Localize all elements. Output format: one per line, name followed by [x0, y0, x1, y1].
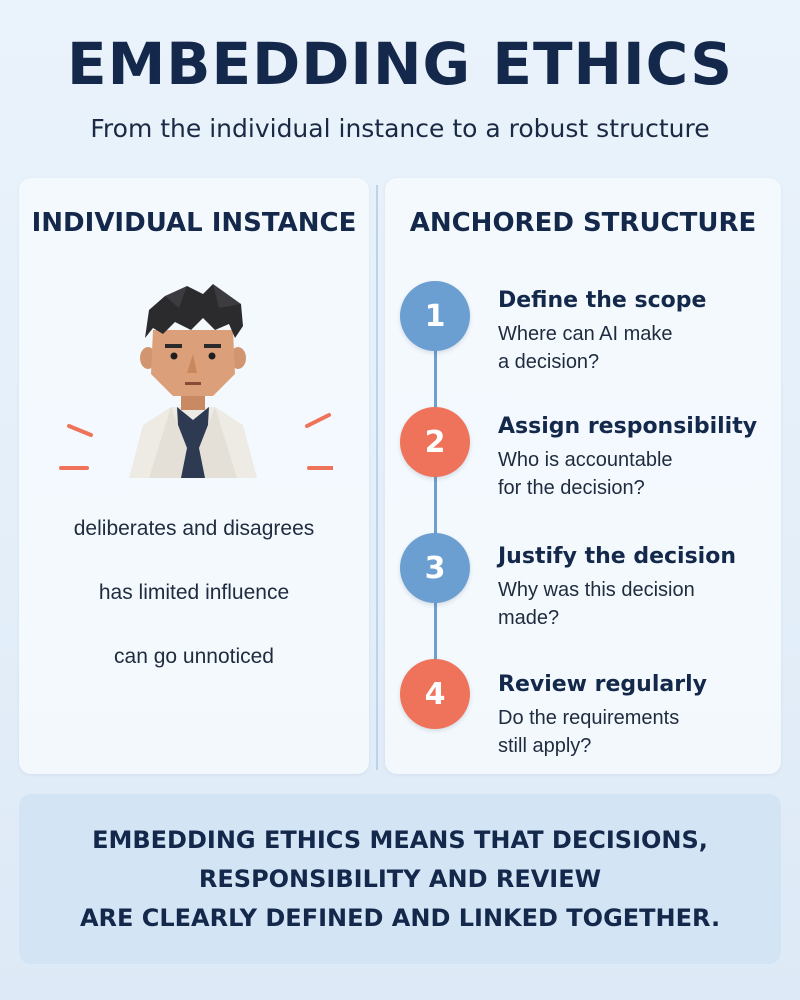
- step-desc-2-line1: Who is accountable: [498, 449, 673, 471]
- step-title-4: Review regularly: [498, 672, 707, 697]
- page-title: EMBEDDING ETHICS: [66, 30, 734, 98]
- step-desc-2-line2: for the decision?: [498, 477, 645, 499]
- step-number-3: 3: [400, 533, 470, 603]
- step-desc-3-line1: Why was this decision: [498, 579, 695, 601]
- anchored-structure-panel: ANCHORED STRUCTURE 1 Define the scope Wh…: [385, 178, 781, 774]
- individual-instance-panel: INDIVIDUAL INSTANCE: [19, 178, 369, 774]
- step-number-1: 1: [400, 281, 470, 351]
- panel-divider: [376, 185, 378, 770]
- summary-line-2: RESPONSIBILITY AND REVIEW: [198, 864, 602, 893]
- summary-box: EMBEDDING ETHICS MEANS THAT DECISIONS, R…: [19, 794, 781, 964]
- step-desc-3: Why was this decision made?: [498, 576, 768, 632]
- individual-instance-heading: INDIVIDUAL INSTANCE: [31, 208, 357, 238]
- emphasis-marks-right-icon: [305, 413, 333, 470]
- step-title-2: Assign responsibility: [498, 414, 758, 439]
- emphasis-marks-left-icon: [59, 424, 93, 470]
- step-desc-4-line2: still apply?: [498, 735, 592, 757]
- step-desc-1-line2: a decision?: [498, 351, 600, 373]
- step-desc-1: Where can AI make a decision?: [498, 320, 768, 376]
- step-desc-3-line2: made?: [498, 607, 560, 629]
- left-line-unnoticed: can go unnoticed: [114, 645, 274, 668]
- person-illustration: [59, 284, 333, 478]
- step-desc-1-line1: Where can AI make: [498, 323, 673, 345]
- timeline-line: [434, 306, 437, 692]
- summary-line-1: EMBEDDING ETHICS MEANS THAT DECISIONS,: [92, 825, 708, 854]
- summary-line-3: ARE CLEARLY DEFINED AND LINKED TOGETHER.: [79, 903, 721, 932]
- step-desc-2: Who is accountable for the decision?: [498, 446, 768, 502]
- step-title-1: Define the scope: [498, 288, 707, 313]
- step-desc-4-line1: Do the requirements: [498, 707, 680, 729]
- step-title-3: Justify the decision: [498, 544, 736, 569]
- anchored-structure-heading: ANCHORED STRUCTURE: [409, 208, 757, 238]
- step-number-4: 4: [400, 659, 470, 729]
- left-line-deliberates: deliberates and disagrees: [73, 517, 315, 540]
- left-line-influence: has limited influence: [98, 581, 290, 604]
- page-subtitle: From the individual instance to a robust…: [90, 114, 710, 143]
- step-number-2: 2: [400, 407, 470, 477]
- step-desc-4: Do the requirements still apply?: [498, 704, 768, 760]
